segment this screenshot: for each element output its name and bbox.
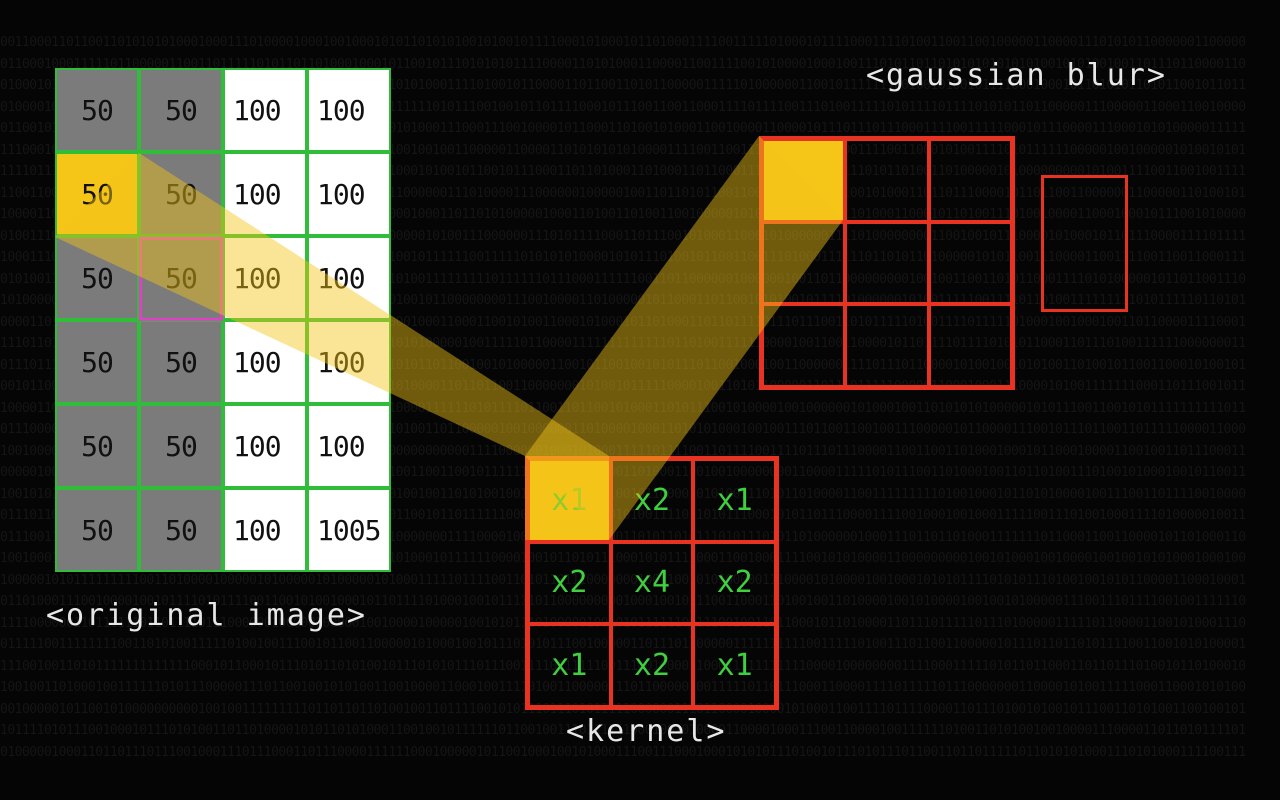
pixel-cell: 50 [55, 404, 139, 488]
original-image-label: <original image> [46, 598, 367, 633]
blur-output-next-column [1041, 175, 1128, 312]
gaussian-blur-grid [759, 136, 1015, 390]
blur-output-cell [845, 139, 929, 222]
pixel-cell: 50 [139, 68, 223, 152]
pixel-cell: 50 [55, 236, 139, 320]
kernel-weight-cell: x2 [610, 459, 694, 542]
blur-output-cell [845, 221, 929, 305]
kernel-weight-cell: x2 [528, 541, 611, 625]
kernel-weight-cell: x2 [693, 541, 776, 625]
beam-kernel-to-blur [525, 136, 843, 540]
kernel-weight-cell-active: x1 [528, 459, 611, 542]
kernel-weight-cell: x2 [610, 624, 694, 707]
pixel-cell: 100 [307, 320, 391, 404]
pixel-cell: 100 [223, 488, 307, 572]
kernel-label: <kernel> [566, 714, 727, 749]
pixel-cell: 50 [55, 68, 139, 152]
pixel-cell: 50 [139, 404, 223, 488]
pixel-cell: 100 [223, 236, 307, 320]
pixel-cell: 50 [55, 488, 139, 572]
pixel-cell: 50 [139, 488, 223, 572]
pixel-cell: 100 [307, 404, 391, 488]
kernel-weight-cell: x1 [693, 624, 776, 707]
pixel-cell: 100 [223, 320, 307, 404]
pixel-cell: 1005 [307, 488, 391, 572]
blur-output-cell [845, 304, 929, 387]
kernel-weight-cell: x4 [610, 541, 694, 625]
pixel-cell-highlighted: 50 [55, 152, 139, 236]
pixel-cell: 100 [223, 404, 307, 488]
kernel-weight-cell: x1 [528, 624, 611, 707]
gaussian-blur-label: <gaussian blur> [866, 58, 1167, 93]
pixel-cell: 100 [223, 152, 307, 236]
beam-original-to-kernel [55, 153, 609, 540]
blur-output-cell [762, 221, 846, 305]
blur-output-cell [928, 304, 1012, 387]
kernel-weight-cell: x1 [693, 459, 776, 542]
current-pixel-outline [139, 237, 223, 321]
original-image-grid: 5050100100505010010050501001005050100100… [55, 68, 391, 572]
pixel-cell: 50 [55, 320, 139, 404]
blur-output-cell-filled [762, 139, 846, 222]
pixel-cell: 100 [223, 68, 307, 152]
pixel-cell: 50 [139, 152, 223, 236]
blur-output-cell [928, 221, 1012, 305]
pixel-cell: 100 [307, 236, 391, 320]
kernel-grid: x1x2x1x2x4x2x1x2x1 [525, 456, 779, 710]
pixel-cell: 50 [139, 320, 223, 404]
pixel-cell: 100 [307, 68, 391, 152]
blur-output-cell [928, 139, 1012, 222]
blur-output-cell [762, 304, 846, 387]
pixel-cell: 100 [307, 152, 391, 236]
